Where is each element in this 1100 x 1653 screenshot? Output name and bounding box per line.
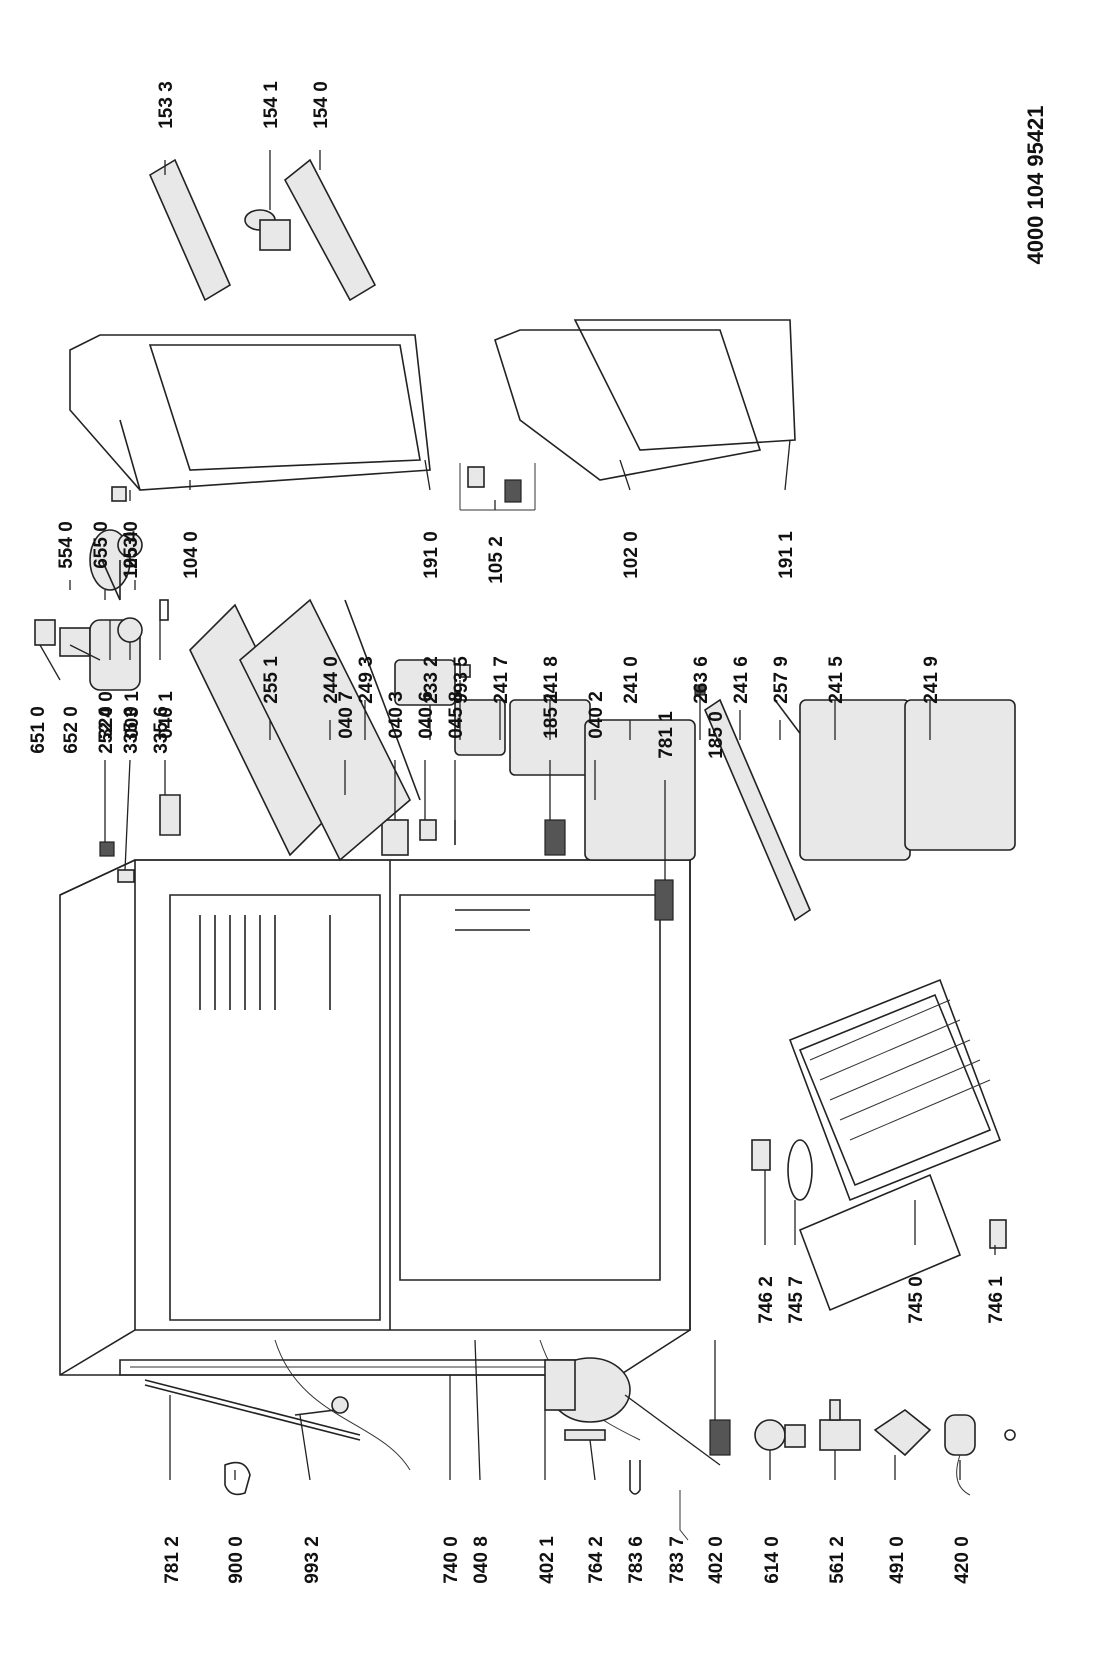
label-652-0: 652 0 [61,706,82,754]
label-993-2: 993 2 [302,1536,323,1584]
label-040-3: 040 3 [386,691,407,739]
support-746-1 [989,1219,1007,1249]
cover-491-0 [873,1409,932,1457]
block-185-0 [709,1419,731,1456]
grille-781-1 [654,879,674,921]
clip-900-0 [224,1461,251,1496]
label-491-0: 491 0 [887,1536,908,1584]
label-153-3: 153 3 [156,81,177,129]
upper-door-104-0 [69,334,431,491]
label-191-1: 191 1 [776,531,797,579]
bracket-154-1 [244,209,291,251]
label-185-0: 185 0 [706,711,727,759]
cable-783-7 [679,1490,689,1541]
label-746-2: 746 2 [756,1276,777,1324]
strip-781-2 [144,1384,361,1441]
label-244-0: 244 0 [321,656,342,704]
label-233-2: 233 2 [421,656,442,704]
label-335-6: 335 6 [151,706,172,754]
hook-783-6 [629,1460,641,1495]
door-bin-153-3 [148,158,232,302]
label-335-0: 335 0 [121,706,142,754]
label-745-0: 745 0 [906,1276,927,1324]
rack-ring-745-7 [787,1139,813,1201]
label-253-0: 253 0 [121,521,142,569]
label-324-0: 324 0 [96,691,117,739]
label-746-1: 746 1 [986,1276,1007,1324]
hinge-040-1 [159,794,181,836]
label-781-2: 781 2 [162,1536,183,1584]
label-185-1: 185 1 [541,691,562,739]
label-102-0: 102 0 [621,531,642,579]
lower-door-102-0 [494,319,796,481]
label-241-0: 241 0 [621,656,642,704]
cabinet-body [59,859,691,1471]
document-number: 4000 104 95421 [1023,105,1048,264]
label-252-0: 252 0 [96,706,117,754]
label-154-1: 154 1 [261,81,282,129]
label-154-0: 154 0 [311,81,332,129]
label-241-8: 241 8 [541,656,562,704]
label-040-1: 040 1 [156,691,177,739]
label-045-8: 045 8 [446,691,467,739]
cover-003-1 [117,869,135,883]
label-554-0: 554 0 [56,521,77,569]
label-263-6: 263 6 [691,656,712,704]
plug-324-0 [99,841,115,857]
label-402-1: 402 1 [537,1536,558,1584]
label-241-6: 241 6 [731,656,752,704]
label-249-3: 249 3 [356,656,377,704]
label-764-2: 764 2 [586,1536,607,1584]
label-241-5: 241 5 [826,656,847,704]
lamp-614-0 [754,1419,806,1451]
hinge-bracket-105-2 [459,463,536,511]
label-040-7: 040 7 [336,691,357,739]
label-561-2: 561 2 [827,1536,848,1584]
label-105-2: 105 2 [486,536,507,584]
label-651-0: 651 0 [28,706,49,754]
label-105-4: 105 4 [121,531,142,579]
label-783-7: 783 7 [667,1536,688,1584]
label-900-0: 900 0 [226,1536,247,1584]
plate-040-6 [419,819,437,841]
label-402-0: 402 0 [706,1536,727,1584]
label-241-7: 241 7 [491,656,512,704]
compressor-402-0 [544,1357,721,1466]
label-191-0: 191 0 [421,531,442,579]
label-241-9: 241 9 [921,656,942,704]
thermostat-561-2 [819,1399,861,1451]
support-746-2 [751,1139,771,1171]
tube-764-2 [564,1429,606,1441]
label-040-8: 040 8 [471,1536,492,1584]
label-003-1: 003 1 [122,691,143,739]
label-614-0: 614 0 [762,1536,783,1584]
label-104-0: 104 0 [181,531,202,579]
label-740-0: 740 0 [441,1536,462,1584]
label-781-1: 781 1 [656,711,677,759]
label-255-1: 255 1 [261,656,282,704]
block-185-1 [544,819,566,856]
label-655-0: 655 0 [91,521,112,569]
label-745-7: 745 7 [786,1276,807,1324]
label-993-5: 993 5 [451,656,472,704]
label-040-2: 040 2 [586,691,607,739]
door-bin-154-0 [283,158,377,302]
wire-rack-745-0 [788,978,1002,1312]
capacitor-420-0 [944,1414,1016,1496]
trim-249-3 [344,599,421,801]
hinge-cover-105-4 [111,486,127,502]
glass-shelf-244-0 [239,598,411,862]
hinge-040-3 [381,819,409,856]
label-783-6: 783 6 [626,1536,647,1584]
label-040-6: 040 6 [416,691,437,739]
label-257-9: 257 9 [771,656,792,704]
label-420-0: 420 0 [952,1536,973,1584]
